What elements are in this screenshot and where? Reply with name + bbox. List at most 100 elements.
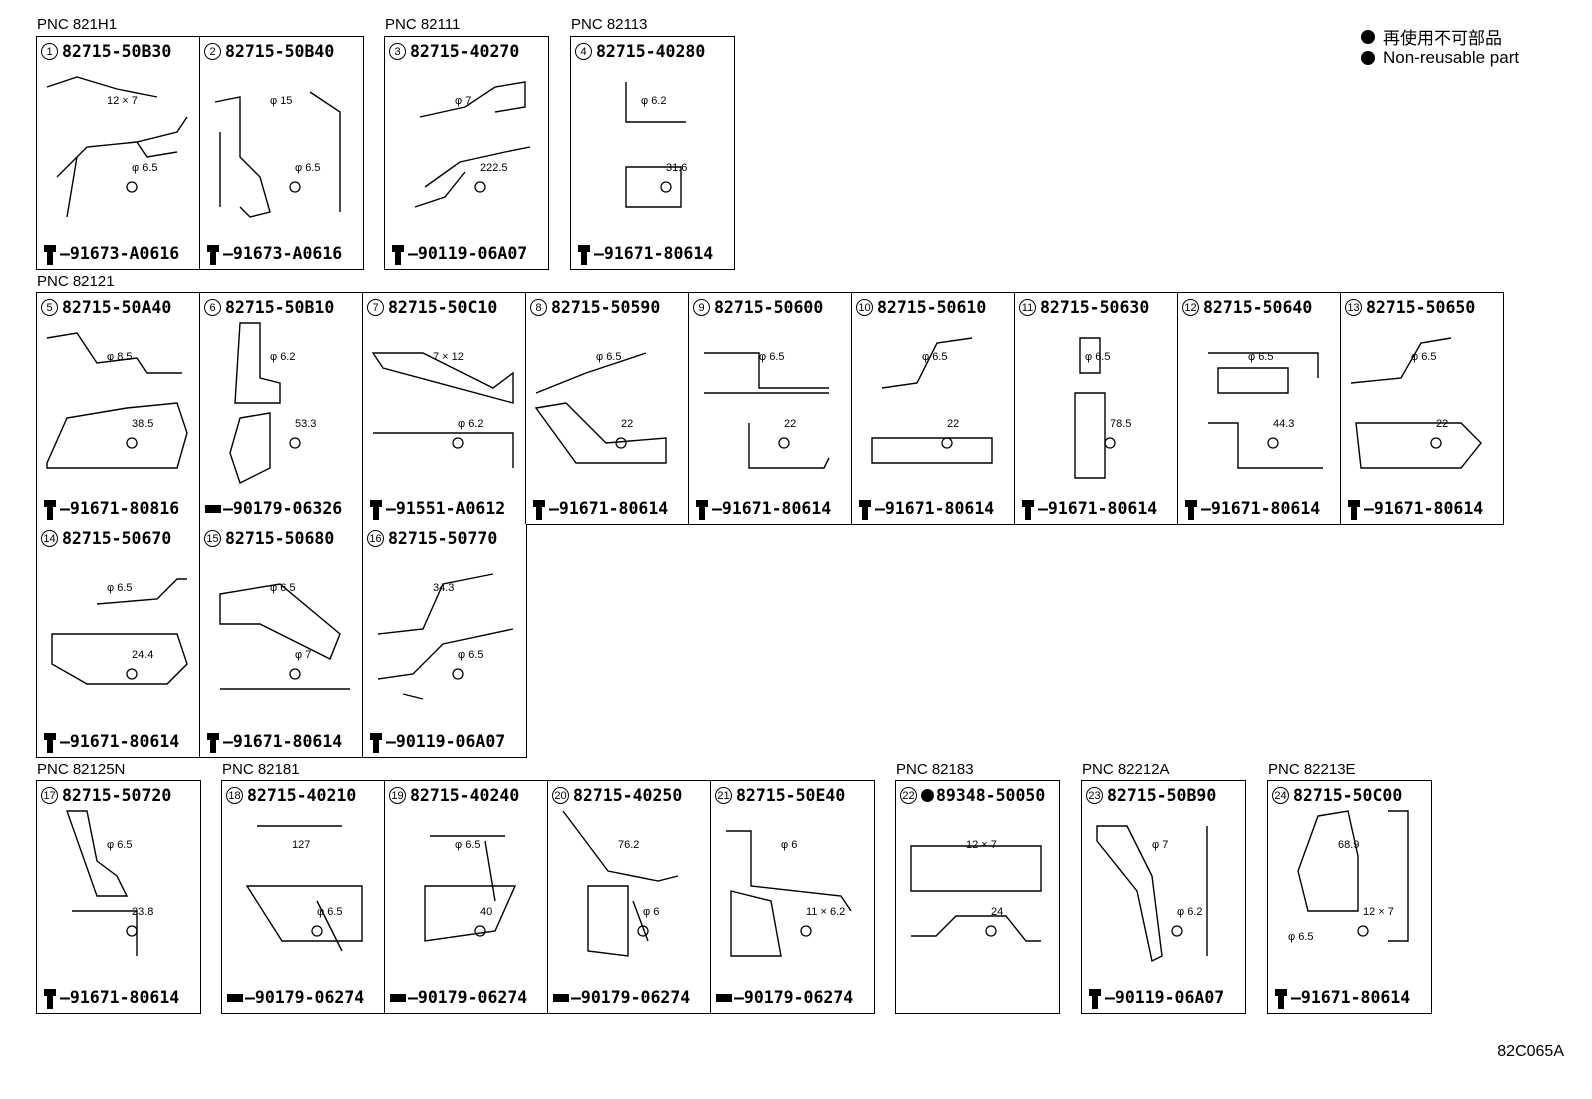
bracket-sketch	[562, 810, 679, 957]
bracket-sketch	[46, 332, 188, 469]
legend-non-reusable-en: Non-reusable part	[1361, 48, 1519, 68]
item-number-badge: 2	[204, 43, 221, 60]
dimension-label: φ 6.2	[641, 95, 667, 107]
bracket-sketch	[377, 573, 514, 700]
bracket-sketch	[371, 352, 514, 468]
part-number: 82715-50B90	[1107, 786, 1217, 805]
dimension-label: φ 6.5	[922, 351, 948, 363]
bracket-sketch	[219, 583, 350, 690]
bolt-part-number: —90179-06274	[389, 985, 527, 1009]
bolt-number: —91671-80614	[60, 987, 180, 1007]
bolt-icon	[1089, 989, 1101, 1009]
bolt-number: —91671-80614	[875, 498, 995, 518]
bracket-sketch	[910, 845, 1042, 942]
item-number-badge: 18	[226, 787, 243, 804]
hole-mark	[126, 181, 138, 193]
bolt-number: —91673-A0616	[223, 243, 343, 263]
bolt-icon	[696, 500, 708, 520]
bracket-sketch	[51, 578, 188, 685]
hole-mark	[126, 437, 138, 449]
dimension-label: 53.3	[295, 418, 317, 430]
item-number-badge: 8	[530, 299, 547, 316]
dimension-label: 78.5	[1110, 418, 1132, 430]
part-number: 82715-40270	[410, 42, 520, 61]
dimension-label: φ 6.2	[1177, 906, 1203, 918]
bolt-icon	[390, 994, 406, 1002]
bracket-sketch	[46, 76, 188, 218]
part-number: 82715-50770	[388, 529, 498, 548]
pnc-label: PNC 82213E	[1268, 761, 1356, 778]
dimension-label: 76.2	[618, 839, 640, 851]
bolt-icon	[370, 500, 382, 520]
part-number: 82715-50B10	[225, 298, 335, 317]
part-number: 82715-50590	[551, 298, 661, 317]
dimension-label: φ 6.5	[107, 839, 133, 851]
bolt-icon	[205, 505, 221, 513]
item-number-badge: 24	[1272, 787, 1289, 804]
hole-mark	[289, 437, 301, 449]
bolt-part-number: —91671-80614	[693, 496, 831, 520]
bolt-icon	[859, 500, 871, 520]
bolt-part-number: —91671-80614	[530, 496, 668, 520]
dimension-label: φ 8.5	[107, 351, 133, 363]
item-number-badge: 4	[575, 43, 592, 60]
hole-mark	[1104, 437, 1116, 449]
hole-mark	[474, 181, 486, 193]
item-number-badge: 6	[204, 299, 221, 316]
item-number-badge: 11	[1019, 299, 1036, 316]
dimension-label: 7 × 12	[433, 351, 464, 363]
bolt-number: —91671-80816	[60, 498, 180, 518]
part-number: 82715-50630	[1040, 298, 1150, 317]
part-number: 82715-50720	[62, 786, 172, 805]
dimension-label: φ 6.5	[270, 582, 296, 594]
bolt-icon	[716, 994, 732, 1002]
dimension-label: φ 6.2	[270, 351, 296, 363]
dimension-label: φ 6	[643, 906, 660, 918]
part-number: 82715-40280	[596, 42, 706, 61]
item-number-badge: 13	[1345, 299, 1362, 316]
hole-mark	[452, 437, 464, 449]
bolt-part-number: —91671-80614	[1272, 985, 1410, 1009]
hole-mark	[1357, 925, 1369, 937]
bolt-number: —90119-06A07	[408, 243, 528, 263]
part-number: 82715-50670	[62, 529, 172, 548]
bolt-icon	[392, 245, 404, 265]
bolt-icon	[578, 245, 590, 265]
bolt-number: —91671-80614	[1201, 498, 1321, 518]
